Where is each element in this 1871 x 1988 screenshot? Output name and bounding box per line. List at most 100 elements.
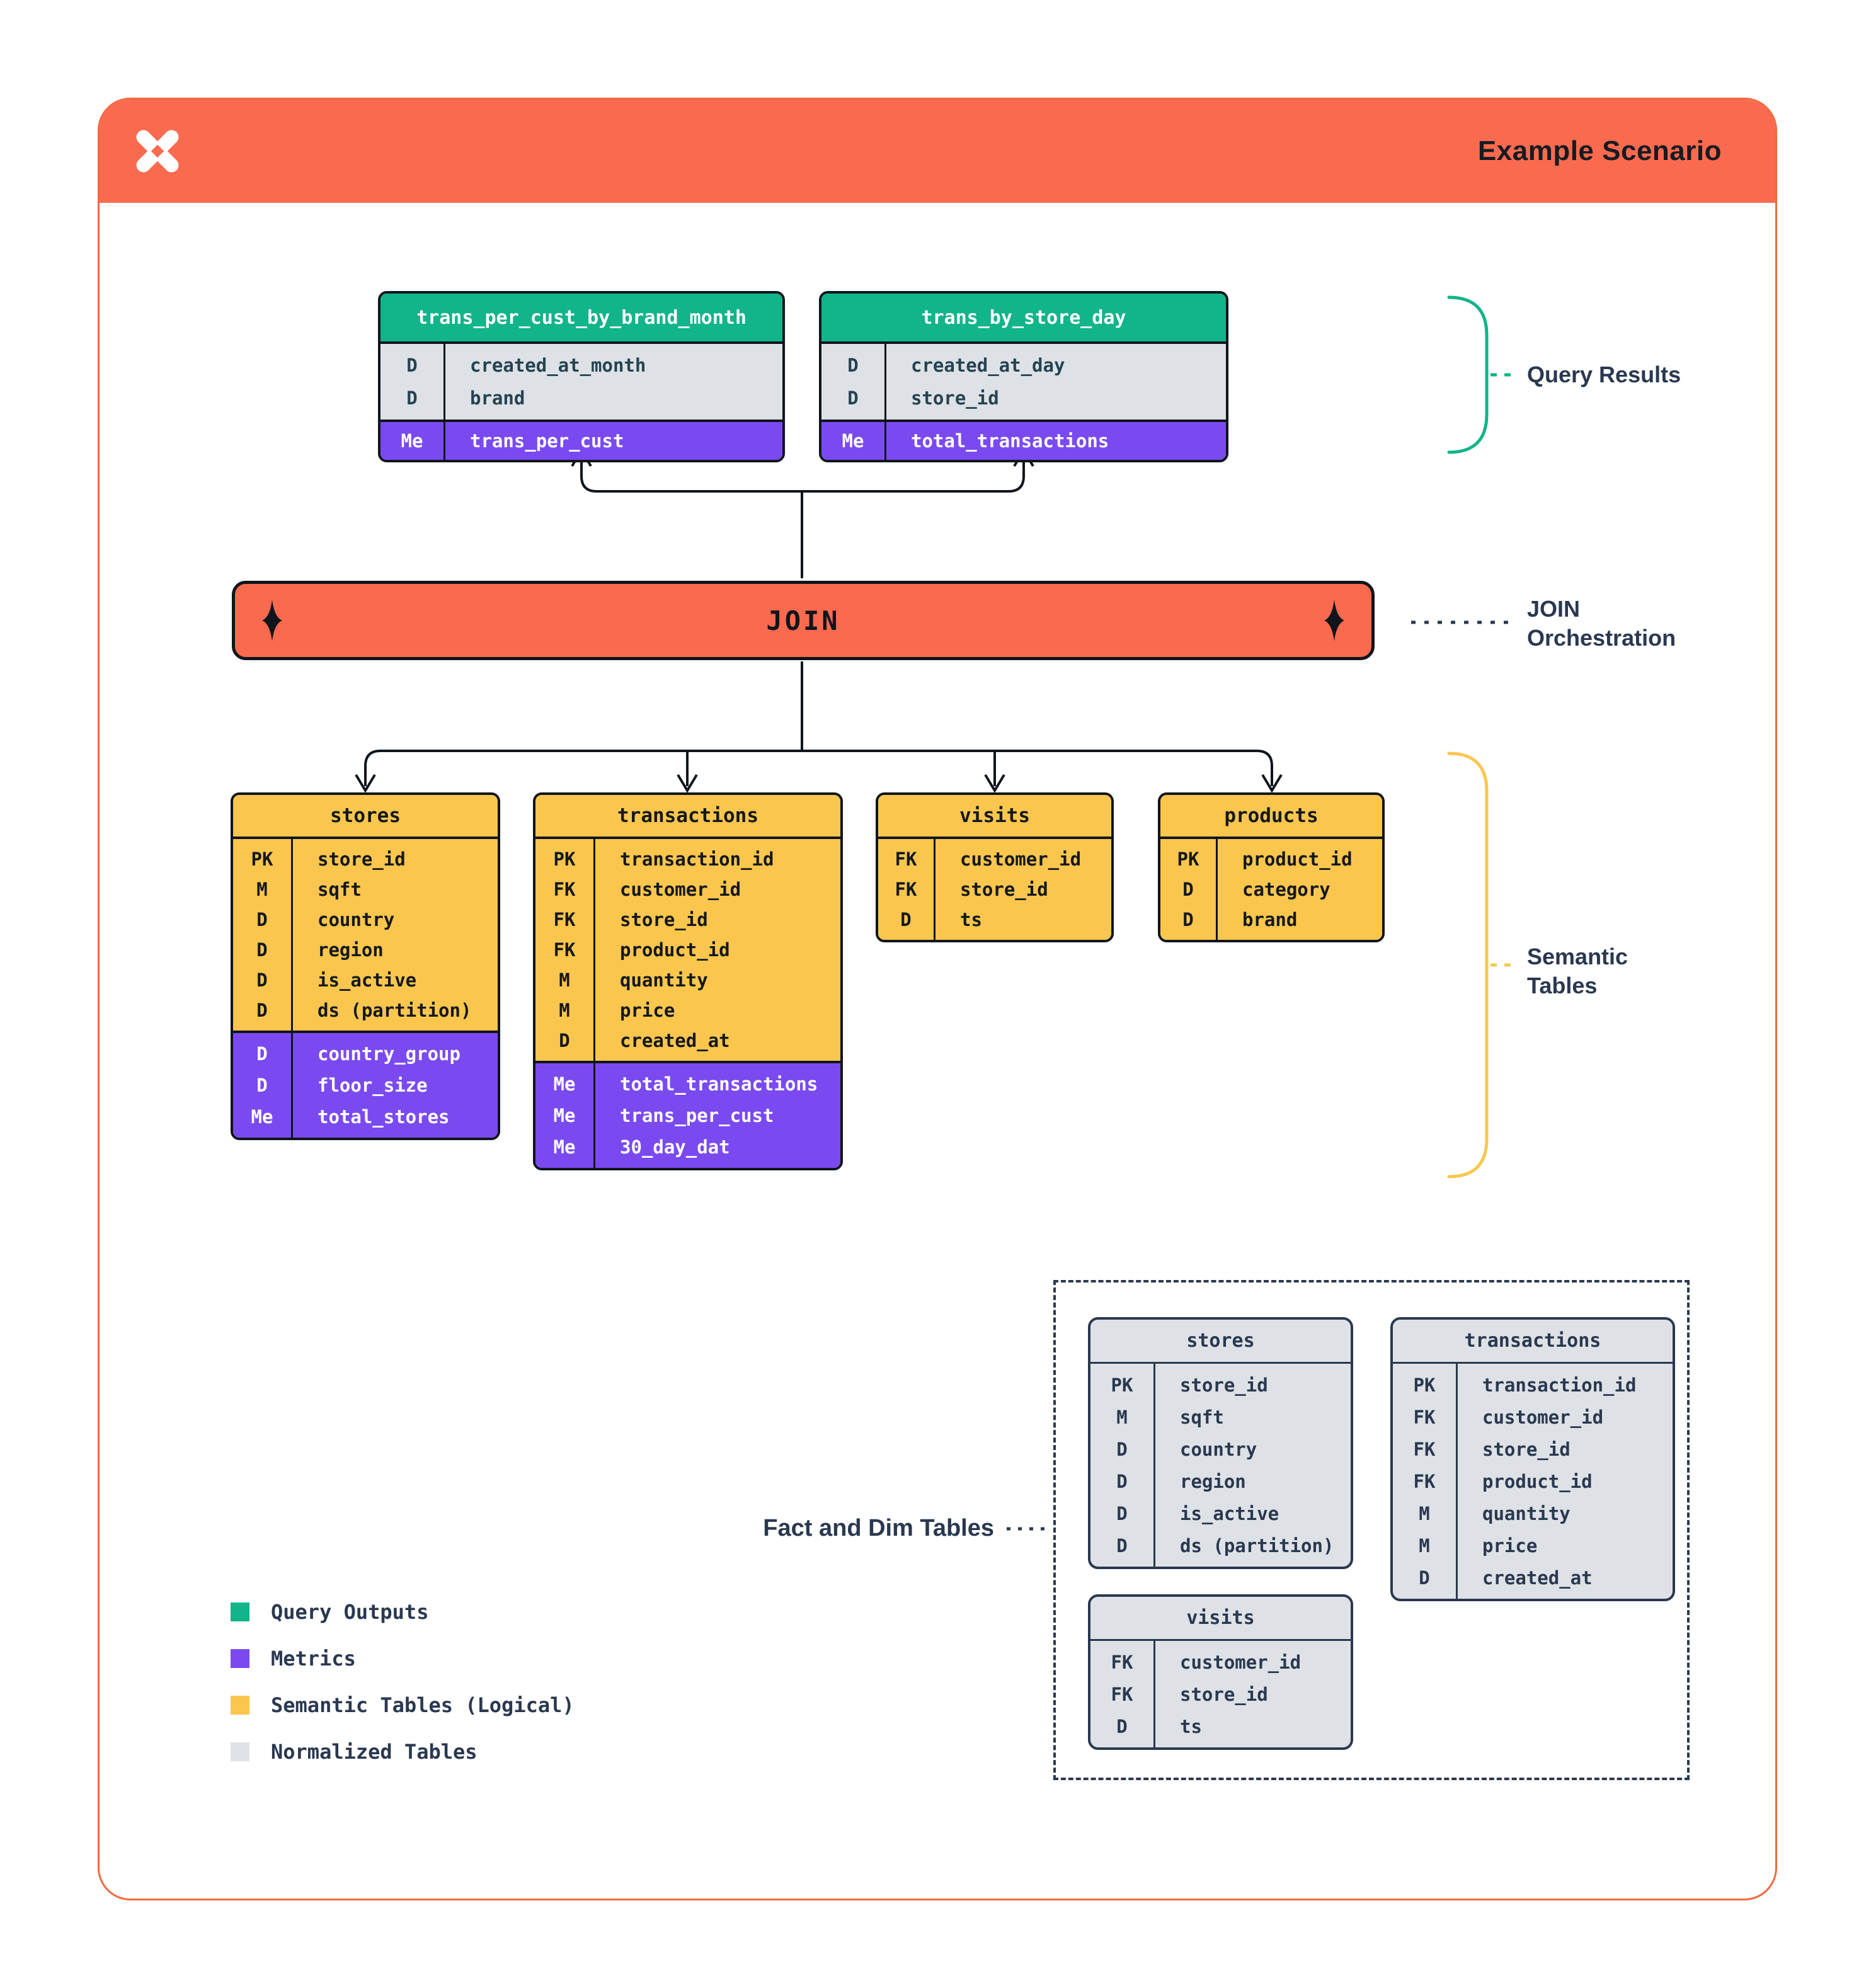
table-title: visits (1090, 1597, 1351, 1641)
field-name: customer_id (620, 879, 741, 900)
field-key: M (1419, 1534, 1430, 1557)
field-name: store_id (620, 909, 708, 930)
field-key: D (256, 909, 268, 930)
field-key: M (559, 1000, 570, 1021)
fact-dim-box (1053, 1280, 1690, 1780)
legend-label: Query Outputs (271, 1600, 429, 1624)
field-name: customer_id (960, 848, 1082, 870)
field-name: product_id (620, 939, 730, 961)
field-name: created_at_day (911, 355, 1065, 376)
field-key: Me (251, 1106, 273, 1128)
field-name: product_id (1482, 1470, 1593, 1492)
field-key: D (406, 355, 418, 376)
field-key: M (256, 879, 268, 900)
field-key: FK (1413, 1438, 1436, 1460)
field-key: PK (1177, 848, 1199, 870)
table-row: FK customer_id (878, 844, 1111, 874)
legend-swatch (231, 1649, 249, 1668)
field-name: total_transactions (911, 430, 1109, 452)
field-name: created_at (1482, 1567, 1593, 1589)
field-name: is_active (318, 969, 417, 991)
field-key: Me (553, 1136, 576, 1158)
field-key: D (1116, 1502, 1128, 1524)
legend-swatch (231, 1602, 249, 1621)
field-name: created_at (620, 1030, 730, 1051)
legend-item-semantic-tables: Semantic Tables (Logical) (231, 1691, 575, 1720)
legend-item-query-outputs: Query Outputs (231, 1597, 575, 1626)
field-key: FK (895, 848, 917, 870)
field-key: Me (401, 430, 423, 452)
field-key: Me (553, 1073, 576, 1095)
field-key: D (1182, 909, 1194, 930)
field-key: D (256, 1000, 268, 1021)
field-key: PK (1413, 1374, 1436, 1396)
join-orchestration-bar: JOIN (232, 581, 1375, 660)
table-title: transactions (535, 795, 840, 839)
field-name: store_id (911, 387, 999, 409)
field-name: store_id (960, 879, 1048, 900)
field-key: PK (553, 848, 576, 870)
field-name: total_transactions (620, 1073, 818, 1095)
table-title: trans_per_cust_by_brand_month (380, 294, 782, 344)
annotation-join-orchestration: JOIN Orchestration (1527, 595, 1676, 653)
table-row: Me total_transactions (821, 423, 1226, 459)
field-name: ds (partition) (318, 1000, 472, 1021)
field-name: store_id (318, 848, 406, 870)
field-name: total_stores (318, 1106, 450, 1128)
annotation-semantic-tables: Semantic Tables (1527, 942, 1628, 1000)
field-key: D (1116, 1438, 1128, 1460)
field-name: country (318, 909, 395, 930)
field-key: Me (842, 430, 864, 452)
field-key: D (1116, 1715, 1128, 1737)
annotation-fact-dim-tables: Fact and Dim Tables (763, 1515, 994, 1541)
field-name: product_id (1242, 848, 1353, 870)
field-key: FK (895, 879, 917, 900)
field-key: D (900, 909, 912, 930)
field-name: quantity (620, 969, 708, 991)
field-key: D (1116, 1470, 1128, 1492)
field-key: FK (1413, 1470, 1436, 1492)
field-key: FK (553, 939, 576, 961)
legend-item-normalized-tables: Normalized Tables (231, 1737, 575, 1766)
field-key: D (1419, 1567, 1430, 1589)
sparkle-icon (262, 600, 282, 641)
field-key: D (256, 969, 268, 991)
table-title: stores (233, 795, 498, 839)
annotation-line: Orchestration (1527, 625, 1676, 651)
table-title: transactions (1393, 1320, 1673, 1364)
field-key: FK (1413, 1406, 1436, 1428)
field-key: Me (553, 1105, 576, 1126)
